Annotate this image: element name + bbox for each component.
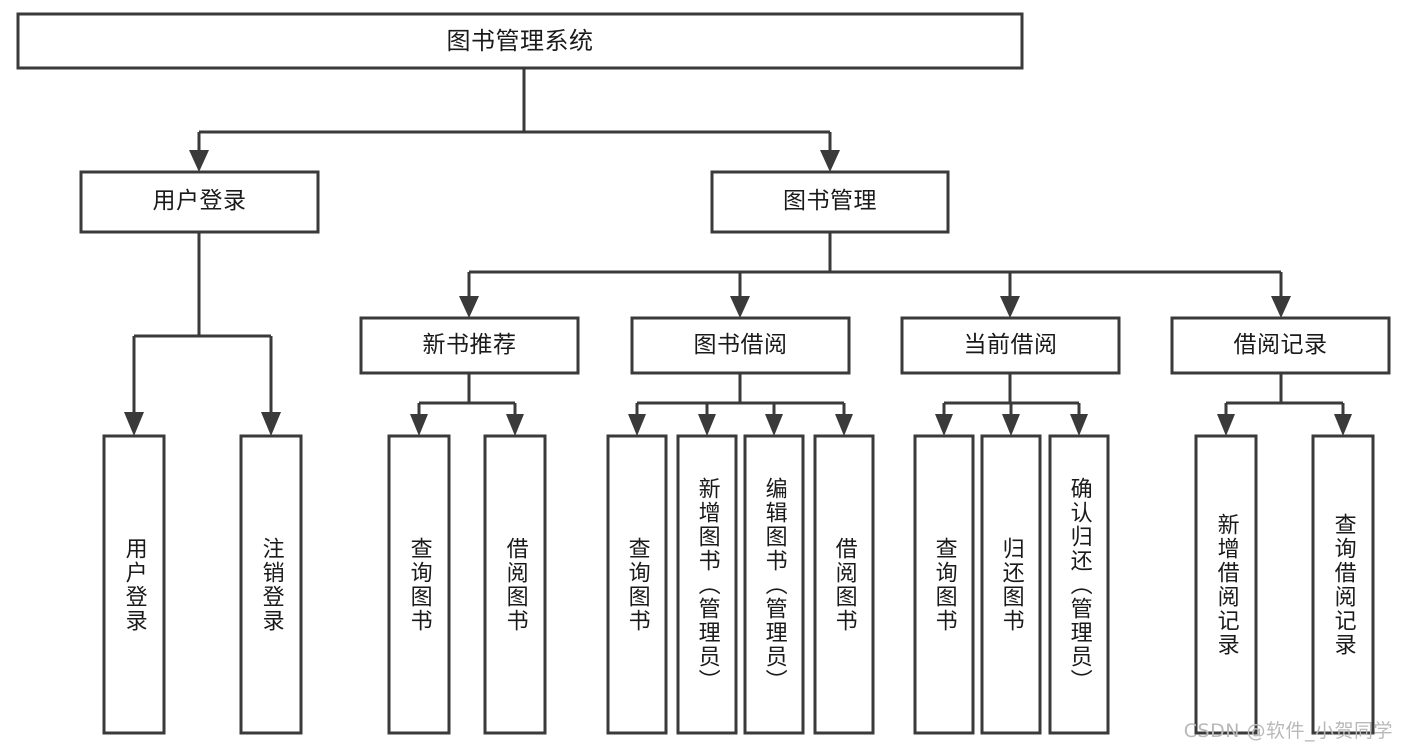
watermark-text: CSDN @软件_小贺同学 (1183, 720, 1393, 742)
connector-userlogin-to-leaves (124, 232, 281, 436)
box-leaf-query-book-current[interactable] (913, 434, 975, 735)
connector-borrowrecord-to-leaves (1217, 373, 1352, 436)
box-leaf-query-borrow-record[interactable] (1311, 434, 1375, 735)
box-leaf-query-book-rec[interactable] (387, 434, 451, 735)
box-current-borrow[interactable] (900, 316, 1121, 375)
box-leaf-borrow-book[interactable] (813, 434, 875, 735)
box-new-book-recommend[interactable] (359, 316, 580, 375)
box-leaf-borrow-book-rec[interactable] (483, 434, 547, 735)
box-root-system[interactable] (16, 12, 1024, 70)
connector-newbook-to-leaves (410, 373, 524, 436)
box-leaf-return-book[interactable] (980, 434, 1042, 735)
box-leaf-logout[interactable] (239, 434, 303, 735)
connector-root-to-level2 (189, 68, 840, 172)
connector-bookmgmt-to-level3 (459, 232, 1291, 318)
box-leaf-confirm-return-admin[interactable] (1048, 434, 1110, 735)
box-user-login[interactable] (79, 170, 320, 234)
box-book-management[interactable] (710, 170, 950, 234)
box-leaf-user-login[interactable] (102, 434, 166, 735)
box-leaf-query-book-borrow[interactable] (606, 434, 668, 735)
box-borrow-record[interactable] (1170, 316, 1391, 375)
box-book-borrow[interactable] (630, 316, 851, 375)
connector-currentborrow-to-leaves (935, 373, 1088, 436)
connector-bookborrow-to-leaves (628, 373, 853, 436)
box-leaf-add-book-admin[interactable] (676, 434, 738, 735)
box-leaf-edit-book-admin[interactable] (743, 434, 805, 735)
box-leaf-add-borrow-record[interactable] (1194, 434, 1258, 735)
